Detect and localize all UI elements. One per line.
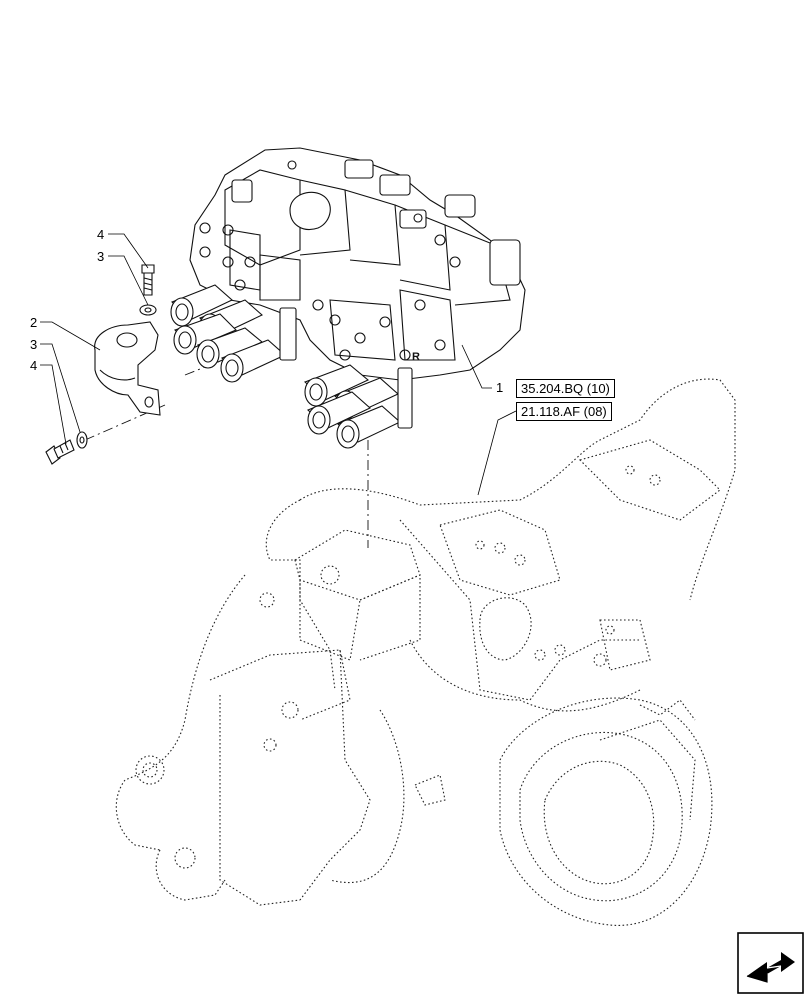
mounting-bracket — [94, 321, 161, 416]
bolt-lower — [45, 439, 75, 465]
coupler-upper-5 — [220, 339, 286, 383]
coupler-upper-3 — [173, 313, 237, 355]
callout-2-bracket: 2 — [30, 315, 38, 330]
quick-couplers — [170, 284, 413, 449]
callout-4-bolt-upper: 4 — [97, 227, 105, 242]
rear-axle-housing-phantom — [115, 378, 736, 926]
callout-3-washer-lower: 3 — [30, 337, 38, 352]
control-valve-assembly: R — [189, 147, 526, 381]
callout-4-bolt-lower: 4 — [30, 358, 38, 373]
callout-3-washer-upper: 3 — [97, 249, 105, 264]
reference-link-21-118-af[interactable]: 21.118.AF (08) — [516, 402, 612, 421]
svg-text:R: R — [412, 351, 420, 363]
bolt-upper — [141, 264, 155, 296]
leader-lines — [40, 233, 517, 496]
coupler-lower-1 — [303, 364, 370, 407]
callout-1-control-valve: 1 — [496, 380, 504, 395]
reference-link-35-204-bq[interactable]: 35.204.BQ (10) — [516, 379, 615, 398]
washer-upper — [139, 304, 157, 316]
coupler-upper-4 — [196, 327, 264, 369]
washer-lower — [76, 431, 88, 449]
next-page-arrow-icon[interactable] — [737, 932, 804, 994]
coupler-lower-3 — [306, 391, 371, 435]
